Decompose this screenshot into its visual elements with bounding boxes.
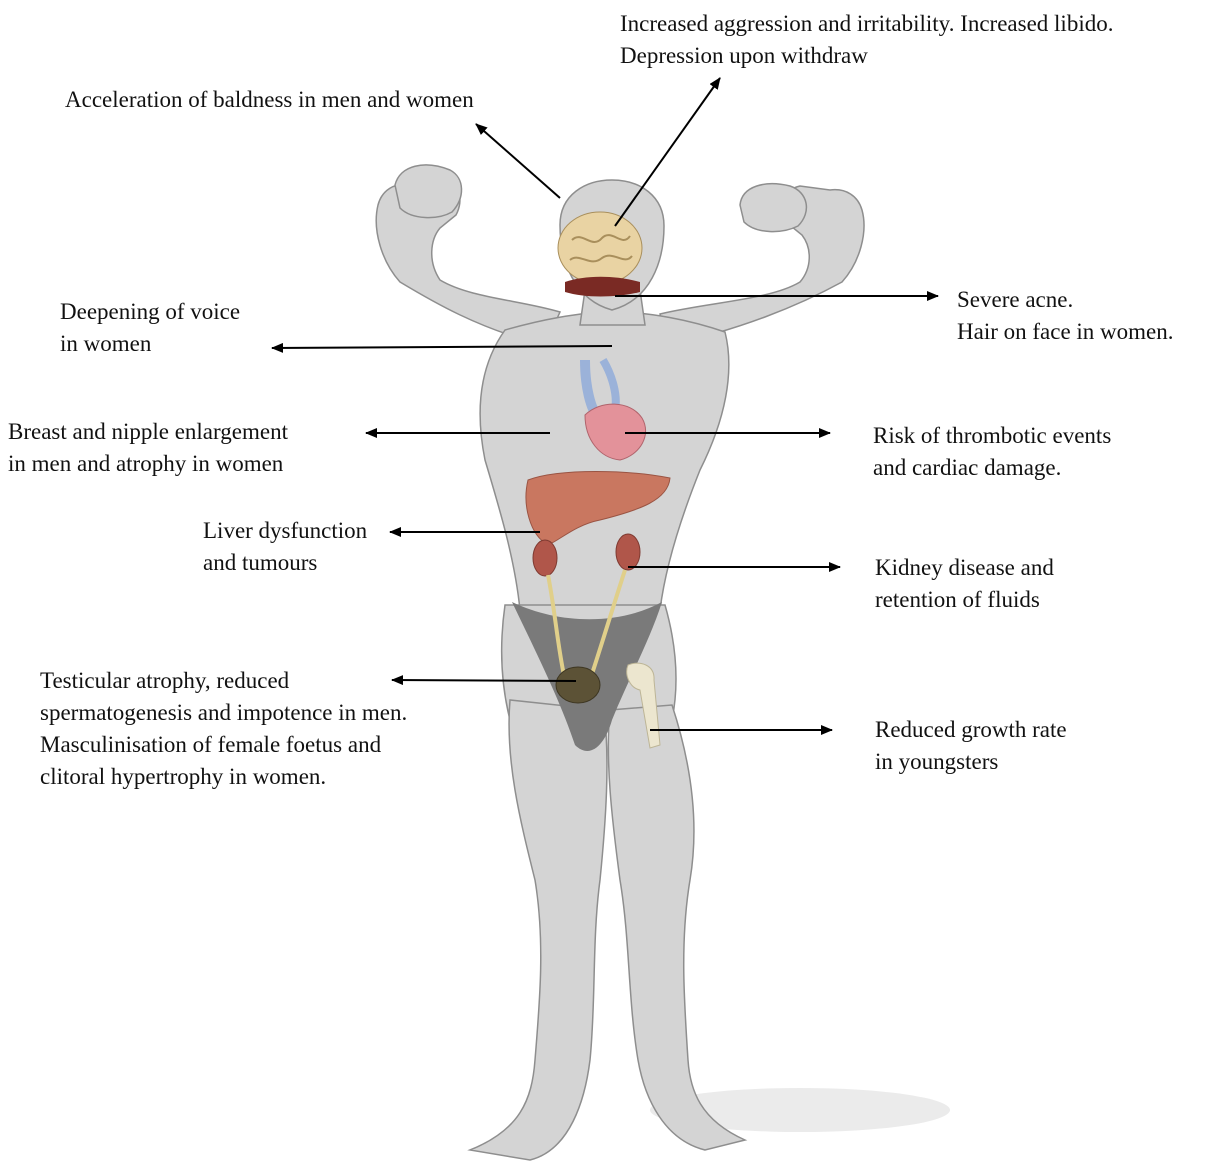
arrow-aggression [615, 78, 720, 226]
torso [480, 312, 729, 610]
right-fist [740, 184, 806, 232]
label-aggression: Increased aggression and irritability. I… [620, 8, 1113, 72]
right-leg [608, 705, 745, 1150]
arrow-testicular [392, 680, 576, 681]
label-baldness: Acceleration of baldness in men and wome… [65, 84, 474, 116]
label-testicular: Testicular atrophy, reduced spermatogene… [40, 665, 407, 793]
left-leg [470, 700, 607, 1160]
arrow-baldness [476, 124, 560, 198]
label-kidney: Kidney disease and retention of fluids [875, 552, 1054, 616]
label-voice: Deepening of voice in women [60, 296, 240, 360]
left-fist [395, 165, 462, 218]
label-breast: Breast and nipple enlargement in men and… [8, 416, 288, 480]
bladder [556, 667, 600, 703]
brain [558, 212, 642, 297]
label-liver: Liver dysfunction and tumours [203, 515, 367, 579]
label-thrombotic: Risk of thrombotic events and cardiac da… [873, 420, 1111, 484]
label-growth: Reduced growth rate in youngsters [875, 714, 1067, 778]
label-acne: Severe acne. Hair on face in women. [957, 284, 1174, 348]
